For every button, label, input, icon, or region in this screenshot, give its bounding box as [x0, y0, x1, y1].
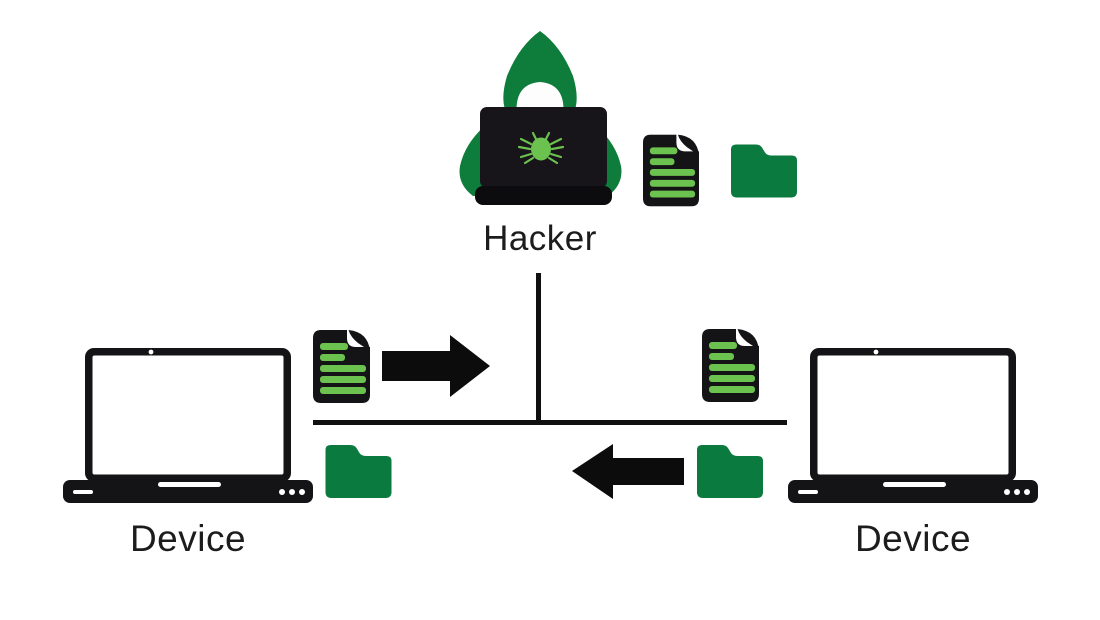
folder-icon — [325, 445, 392, 498]
document-icon — [313, 330, 370, 403]
network-line-horizontal — [313, 420, 787, 425]
bug-icon — [517, 131, 565, 165]
document-icon — [643, 134, 699, 207]
document-icon — [702, 329, 759, 402]
folder-icon — [731, 144, 797, 198]
hacker-label: Hacker — [483, 219, 597, 258]
laptop-icon — [788, 348, 1038, 505]
laptop-icon — [63, 348, 313, 505]
folder-icon — [697, 445, 763, 498]
network-line-vertical — [536, 273, 541, 422]
device-label-right: Device — [854, 518, 972, 559]
arrow-right-icon — [382, 335, 490, 397]
hacker-icon — [459, 31, 622, 205]
device-label-left: Device — [129, 518, 247, 559]
arrow-left-icon — [572, 444, 684, 499]
